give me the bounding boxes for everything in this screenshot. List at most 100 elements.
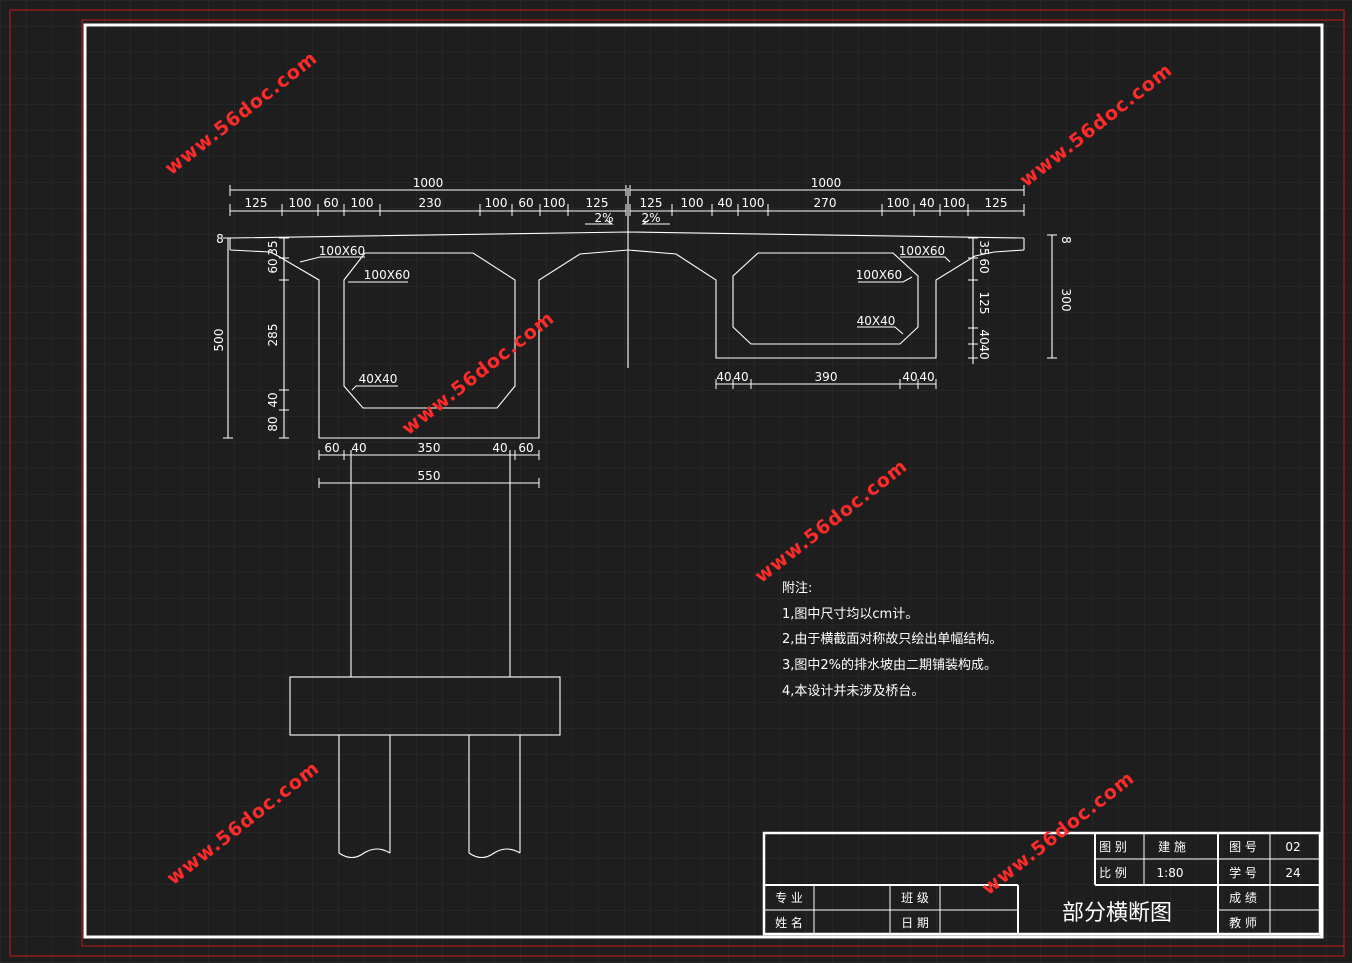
chamfer-left-inner: 100X60: [364, 268, 410, 282]
dim-right-vert-3: 40: [977, 329, 991, 344]
title-block-text: 图 别 建 施 比 例 1:80 图 号 02 学 号 24 专 业 姓 名 班…: [775, 840, 1301, 930]
dim-left-seg-7: 100: [543, 196, 566, 210]
dim-right-seg-8: 125: [985, 196, 1008, 210]
chamfer-right-top: 100X60: [899, 244, 945, 258]
dim-right-vert-4: 40: [977, 344, 991, 359]
dim-left-seg-1: 100: [289, 196, 312, 210]
dim-left-seg-8: 125: [586, 196, 609, 210]
dim-left-vert-4: 80: [266, 416, 280, 431]
dim-right-bottom-2: 390: [815, 370, 838, 384]
tb-value-student-no: 24: [1285, 866, 1300, 880]
dim-left-vert-1: 60: [266, 258, 280, 273]
tb-label-grade: 成 绩: [1229, 891, 1257, 905]
chamfer-right-inner: 100X60: [856, 268, 902, 282]
bridge-geometry: [227, 188, 1053, 859]
slope-arrow-left: [585, 219, 614, 225]
tb-label-major: 专 业: [775, 890, 803, 905]
dim-right-seg-1: 100: [681, 196, 704, 210]
dim-right-seg-4: 270: [814, 196, 837, 210]
pile-cap: [289, 676, 561, 736]
slope-right-label: 2%: [641, 211, 660, 225]
dim-left-height-total: 500: [212, 329, 226, 352]
deck-thickness-right: 8: [1059, 236, 1073, 244]
dim-right-vert-2: 125: [977, 292, 991, 315]
dim-left-bottom-total: 550: [418, 469, 441, 483]
dim-left-seg-4: 230: [419, 196, 442, 210]
leader-right-inner-chamfer: [858, 276, 913, 283]
tb-label-teacher: 教 师: [1229, 915, 1257, 930]
right-girder-cell: [732, 252, 919, 345]
dim-left-bottom-2: 350: [418, 441, 441, 455]
tb-value-drawing-no: 02: [1285, 840, 1300, 854]
dim-left-bottom-1: 40: [351, 441, 366, 455]
note-1: 1,图中尺寸均以cm计。: [782, 607, 918, 622]
sheet-limit-inner: [81, 19, 1345, 947]
dimension-ticks: [223, 185, 1057, 488]
left-cantilever-tip: [229, 249, 271, 253]
deck-thickness-left: 8: [216, 232, 224, 246]
chamfer-right-bottom: 40X40: [857, 314, 896, 328]
chamfer-left-bottom: 40X40: [359, 372, 398, 386]
notes-block: 附注: 1,图中尺寸均以cm计。 2,由于横截面对称故只绘出单幅结构。 3,图中…: [782, 581, 1002, 699]
tb-label-class: 班 级: [901, 891, 929, 905]
note-2: 2,由于横截面对称故只绘出单幅结构。: [782, 632, 1002, 647]
dim-right-height-total: 300: [1059, 289, 1073, 312]
drawing-title: 部分横断图: [1062, 901, 1172, 926]
dim-left-bottom-4: 60: [518, 441, 533, 455]
tb-value-category: 建 施: [1158, 840, 1186, 854]
notes-heading: 附注:: [782, 581, 812, 596]
dim-right-vert-0: 35: [977, 240, 991, 255]
dim-right-bottom-4: 40: [919, 370, 934, 384]
tb-label-student-no: 学 号: [1229, 865, 1257, 880]
dim-left-vert-3: 40: [266, 392, 280, 407]
tb-label-scale: 比 例: [1099, 866, 1127, 880]
dim-left-seg-6: 60: [518, 196, 533, 210]
leader-right-top-chamfer: [900, 256, 951, 263]
right-girder-outline: [627, 249, 995, 359]
title-block-border: [762, 831, 1322, 936]
tb-label-drawing-no: 图 号: [1229, 840, 1257, 854]
dimension-labels: 1000 1000 125 100 60 100 230 100 60 100 125 125 1…: [212, 176, 1073, 483]
dim-right-seg-7: 100: [943, 196, 966, 210]
slope-left-label: 2%: [594, 211, 613, 225]
dim-right-seg-6: 40: [919, 196, 934, 210]
dim-right-seg-5: 100: [887, 196, 910, 210]
dim-left-seg-3: 100: [351, 196, 374, 210]
dim-right-seg-2: 40: [717, 196, 732, 210]
chamfer-left-top: 100X60: [319, 244, 365, 258]
pile-2-break: [468, 848, 521, 859]
right-cantilever-tip: [993, 249, 1025, 253]
tb-value-scale: 1:80: [1157, 866, 1184, 880]
dim-left-bottom-3: 40: [492, 441, 507, 455]
dim-right-seg-0: 125: [640, 196, 663, 210]
dim-left-seg-5: 100: [485, 196, 508, 210]
note-4: 4,本设计并未涉及桥台。: [782, 684, 924, 699]
leader-left-top-chamfer: [299, 256, 365, 263]
dim-right-bottom-1: 40: [733, 370, 748, 384]
title-block: [762, 831, 1322, 936]
dim-right-bottom-3: 40: [902, 370, 917, 384]
note-3: 3,图中2%的排水坡由二期铺装构成。: [782, 657, 997, 673]
left-girder-outline: [269, 249, 629, 439]
leader-right-bottom-chamfer: [857, 326, 904, 335]
leader-left-bottom-chamfer: [351, 385, 398, 391]
dim-left-seg-2: 60: [323, 196, 338, 210]
dim-left-vert-0: 35: [266, 240, 280, 255]
tb-label-date: 日 期: [901, 916, 929, 930]
tb-label-category: 图 别: [1099, 840, 1127, 854]
left-girder-cell: [343, 252, 516, 409]
slope-arrow-right: [641, 219, 670, 225]
dim-right-vert-1: 60: [977, 258, 991, 273]
drawing-frame: [83, 23, 1324, 939]
dim-left-total: 1000: [413, 176, 444, 190]
dim-right-bottom-0: 40: [716, 370, 731, 384]
dim-right-total: 1000: [811, 176, 842, 190]
